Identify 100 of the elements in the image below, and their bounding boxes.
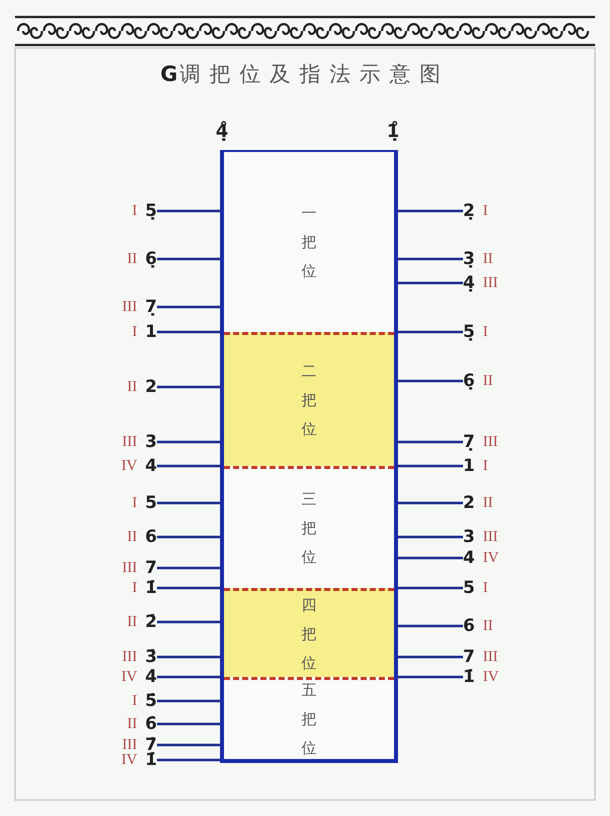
note-number: 3̇ (145, 646, 157, 669)
finger-number: III (122, 648, 138, 667)
position-line (157, 258, 220, 260)
position-line (398, 502, 463, 504)
finger-number: II (482, 372, 493, 391)
position-label: 一把位 (300, 202, 318, 282)
finger-number: I (132, 494, 138, 513)
finger-number: I (482, 202, 488, 221)
diagram-title: G调把位及指法示意图 (159, 61, 451, 88)
position-label: 五把位 (300, 680, 318, 759)
finger-number: IV (482, 668, 499, 687)
position-line (157, 676, 220, 678)
position-line (398, 282, 463, 284)
position-line (157, 620, 220, 624)
note-number: 5̣ (463, 321, 475, 344)
finger-number: II (127, 528, 138, 547)
position-line (157, 440, 220, 444)
note-number: 7 (145, 557, 157, 580)
position-line (157, 502, 220, 504)
position-line (398, 330, 463, 334)
position-line (157, 536, 220, 538)
position-line (157, 722, 220, 726)
position-line (157, 386, 220, 388)
finger-number: II (482, 617, 493, 636)
finger-number: III (122, 433, 138, 452)
position-line (398, 656, 463, 658)
note-number: 6̣ (145, 248, 157, 271)
finger-number: I (132, 579, 138, 598)
note-number: 3̣ (463, 248, 475, 271)
note-number: 6̣ (463, 370, 475, 393)
open-string-note: 4̣̊ (214, 120, 230, 144)
finger-number: IV (121, 457, 138, 476)
fingerboard (220, 150, 398, 763)
position-line (398, 586, 463, 590)
finger-number: III (122, 736, 138, 754)
finger-number: IV (121, 751, 138, 770)
position-line (157, 744, 220, 746)
position-line (157, 464, 220, 468)
finger-number: I (482, 579, 488, 598)
finger-number: I (132, 323, 138, 342)
position-line (398, 676, 463, 678)
note-number: 7̣ (463, 431, 475, 454)
position-line (157, 758, 220, 762)
position-label: 二把位 (300, 361, 318, 440)
note-number: 2̇ (145, 611, 157, 634)
position-line (157, 700, 220, 702)
note-number: 5 (145, 492, 157, 515)
note-number: 1̇ (463, 666, 475, 689)
position-line (398, 210, 463, 212)
note-number: 1̇ (145, 577, 157, 600)
position-label: 四把位 (300, 594, 318, 674)
position-line (398, 556, 463, 560)
position-band (224, 588, 394, 677)
note-number: 1 (463, 455, 475, 478)
note-number: 5 (463, 577, 475, 600)
position-label: 三把位 (300, 489, 318, 568)
finger-number: I (132, 202, 138, 221)
note-number: 3 (145, 431, 157, 454)
note-number: 7̣ (145, 296, 157, 319)
finger-number: I (482, 457, 488, 476)
finger-number: III (482, 433, 498, 452)
position-line (398, 380, 463, 382)
position-line (157, 306, 220, 308)
position-line (157, 210, 220, 212)
position-line (157, 330, 220, 334)
note-number: 6 (463, 615, 475, 638)
position-line (398, 464, 463, 468)
finger-number: I (132, 692, 138, 711)
finger-number: II (127, 378, 138, 397)
note-number: 4 (463, 547, 475, 570)
finger-number: IV (482, 549, 499, 568)
note-number: 5̣ (145, 200, 157, 223)
position-line (398, 536, 463, 538)
position-line (398, 258, 463, 260)
position-line (398, 440, 463, 444)
note-number: 4̣ (463, 272, 475, 295)
finger-number: II (127, 715, 138, 734)
finger-number: III (122, 559, 138, 578)
position-line (157, 656, 220, 658)
note-number: 6̇ (145, 713, 157, 736)
finger-number: III (482, 274, 498, 293)
note-number: 1 (145, 321, 157, 344)
position-line (157, 586, 220, 590)
note-number: 3 (463, 526, 475, 549)
note-number: 6 (145, 526, 157, 549)
finger-number: III (122, 298, 138, 317)
finger-number: IV (121, 668, 138, 687)
open-string-note: 1̣̊ (386, 120, 400, 144)
note-number: 2̣ (463, 200, 475, 223)
finger-number: II (127, 250, 138, 269)
note-number: 4̇ (145, 666, 157, 689)
finger-number: III (482, 648, 498, 667)
note-number: 2 (463, 492, 475, 515)
finger-number: II (482, 250, 493, 269)
position-line (398, 624, 463, 628)
finger-number: III (482, 528, 498, 547)
note-number: 2 (145, 376, 157, 399)
note-number: 4 (145, 455, 157, 478)
position-line (157, 566, 220, 570)
finger-number: II (482, 494, 493, 513)
